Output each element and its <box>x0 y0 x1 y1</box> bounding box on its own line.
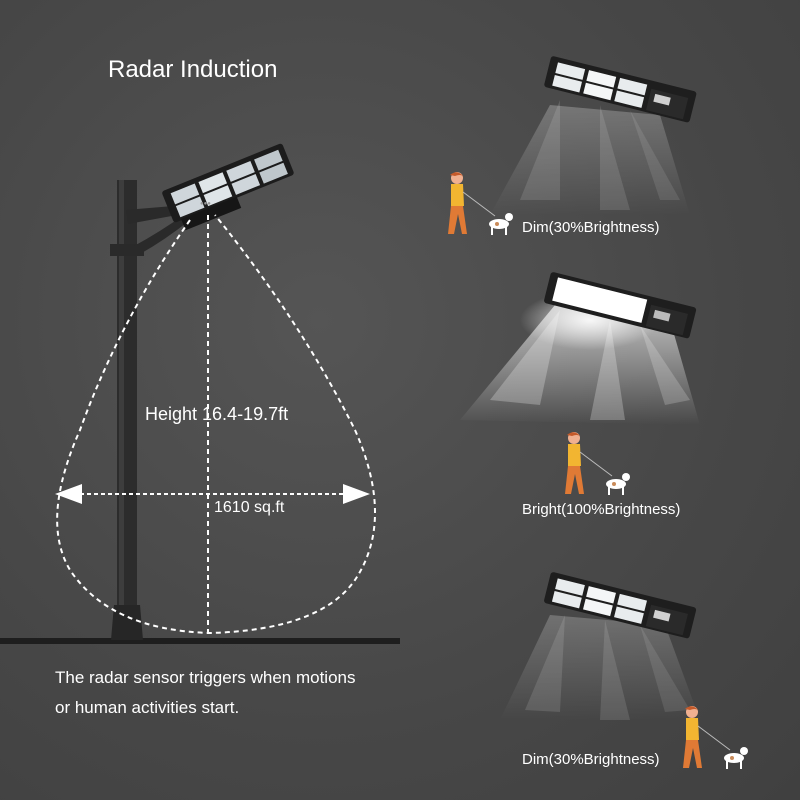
person-walking-dog-icon <box>683 706 748 769</box>
description-line-1: The radar sensor triggers when motions <box>55 668 356 687</box>
lamp-dim-top <box>490 56 697 215</box>
area-label: 1610 sq.ft <box>214 499 285 516</box>
detection-zone <box>56 214 376 635</box>
mode-label-bright: Bright(100%Brightness) <box>522 501 681 518</box>
street-pole <box>110 180 190 640</box>
lamp-bright-middle <box>460 272 700 425</box>
lamp-dim-bottom <box>500 572 700 720</box>
mode-label-dim-bottom: Dim(30%Brightness) <box>522 751 660 768</box>
height-label: Height 16.4-19.7ft <box>145 404 289 424</box>
page-title: Radar Induction <box>108 56 278 83</box>
person-walking-dog-icon <box>448 172 513 235</box>
arrow-left-icon <box>55 484 82 504</box>
lamp-brand-mark: ●●● <box>200 201 211 207</box>
arrow-right-icon <box>343 484 370 504</box>
person-walking-dog-icon <box>565 432 630 495</box>
mode-label-dim-top: Dim(30%Brightness) <box>522 219 660 236</box>
description-line-2: or human activities start. <box>55 698 240 717</box>
street-lamp-head <box>162 143 294 231</box>
ground-line <box>0 638 400 644</box>
